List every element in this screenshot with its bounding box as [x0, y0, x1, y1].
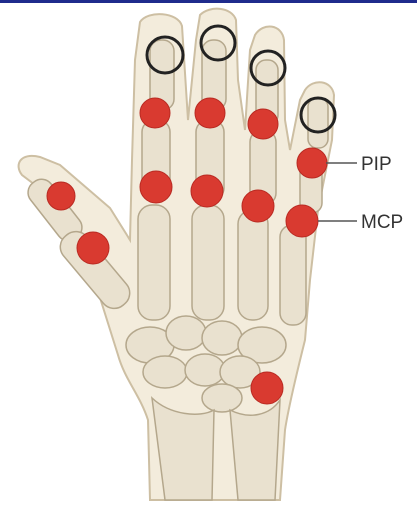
affected-joint-thumb-ip — [47, 182, 75, 210]
affected-joint-middle-pip — [195, 98, 225, 128]
affected-joint-index-pip — [140, 98, 170, 128]
mcp-label: MCP — [361, 212, 403, 233]
affected-joint-index-mcp — [140, 171, 172, 203]
affected-joint-middle-mcp — [191, 175, 223, 207]
affected-joint-thumb-mcp — [77, 232, 109, 264]
pip-label: PIP — [361, 154, 392, 175]
affected-joint-little-pip — [297, 148, 327, 178]
affected-joint-ring-pip — [248, 109, 278, 139]
affected-joint-little-mcp — [286, 205, 318, 237]
affected-joint-ring-mcp — [242, 190, 274, 222]
affected-joint-wrist — [251, 372, 283, 404]
